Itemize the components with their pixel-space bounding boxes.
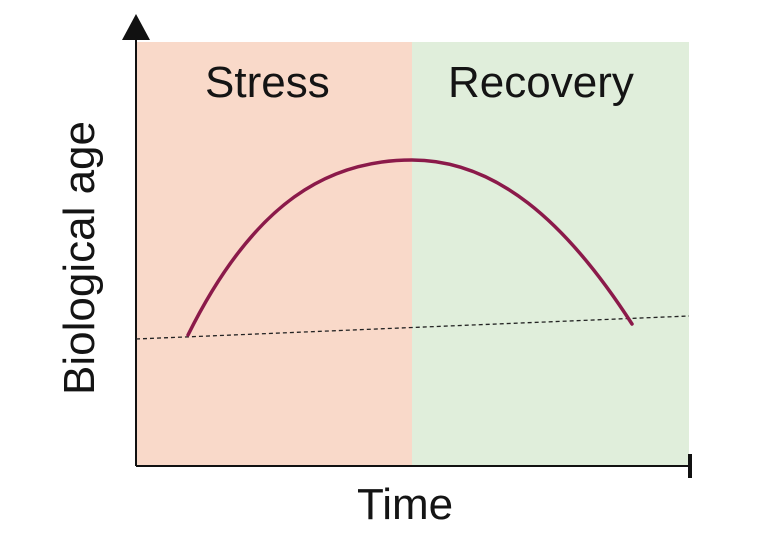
y-axis-label: Biological age	[55, 121, 104, 395]
biological-age-curve	[186, 158, 634, 337]
stress-phase-label: Stress	[205, 58, 330, 107]
y-axis-arrow	[122, 14, 150, 40]
baseline-trend-line	[135, 315, 690, 340]
recovery-phase-label: Recovery	[448, 58, 634, 107]
stress-phase-region	[136, 42, 412, 466]
x-axis-end-cap	[688, 454, 692, 478]
x-axis-label: Time	[357, 480, 454, 529]
recovery-phase-region	[412, 42, 689, 466]
